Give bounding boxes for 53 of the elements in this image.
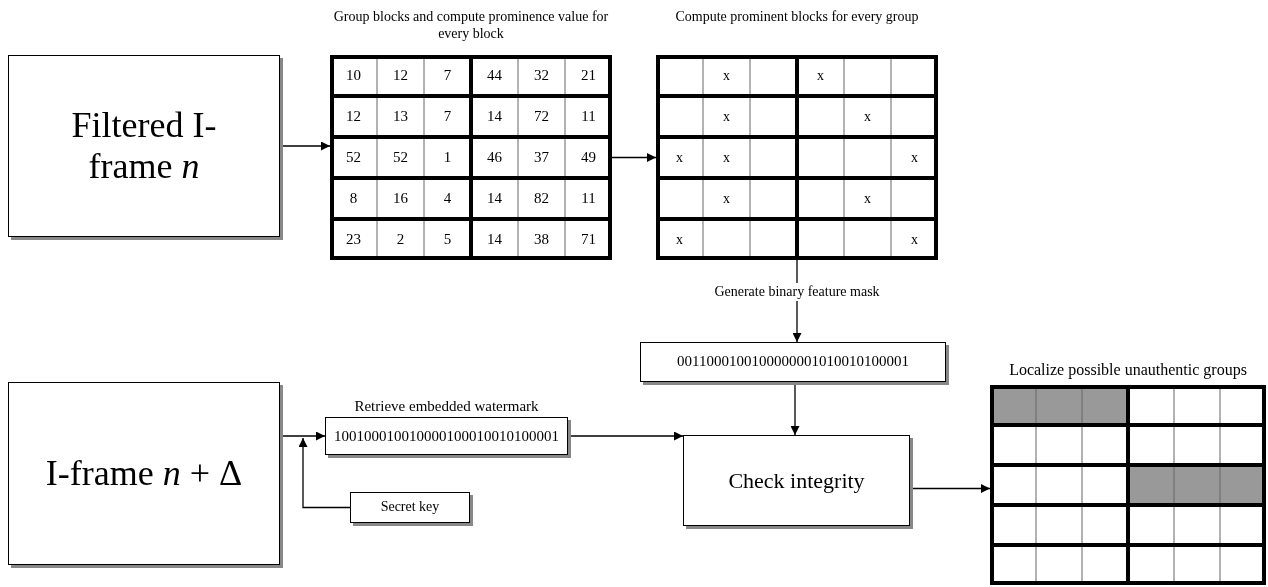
cell-mark: x xyxy=(675,230,684,249)
cell-mark: x xyxy=(722,148,731,167)
grid-heading: Group blocks and compute prominence value for every block xyxy=(332,8,610,42)
cell-value: 4 xyxy=(442,189,453,208)
cell-mark: x xyxy=(910,148,919,167)
process-box: I-frame n + Δ xyxy=(8,382,280,565)
box-heading: Retrieve embedded watermark xyxy=(353,398,540,414)
cell-value: 49 xyxy=(580,148,597,167)
arrow xyxy=(611,153,657,162)
cell-value: 46 xyxy=(486,148,503,167)
cell-value: 7 xyxy=(442,107,453,126)
cell-value: 12 xyxy=(392,66,409,85)
cell-value: 71 xyxy=(580,230,597,249)
cell-mark: x xyxy=(722,66,731,85)
cell-value: 8 xyxy=(348,189,359,208)
process-box: Check integrity xyxy=(683,435,910,526)
cell-mark: x xyxy=(863,107,872,126)
arrow xyxy=(298,437,351,509)
process-box: Filtered I-frame n xyxy=(8,55,280,237)
cell-mark: x xyxy=(722,107,731,126)
cell-value: 52 xyxy=(345,148,362,167)
cell-value: 12 xyxy=(345,107,362,126)
cell-value: 37 xyxy=(533,148,550,167)
grid-heading: Compute prominent blocks for every group xyxy=(674,8,920,25)
grid-heading: Localize possible unauthentic groups xyxy=(1008,361,1248,379)
cell-value: 13 xyxy=(392,107,409,126)
cell-value: 11 xyxy=(580,107,597,126)
cell-mark: x xyxy=(816,66,825,85)
cell-value: 14 xyxy=(486,107,503,126)
cell-value: 14 xyxy=(486,189,503,208)
cell-value: 38 xyxy=(533,230,550,249)
cell-value: 44 xyxy=(486,66,503,85)
cell-value: 21 xyxy=(580,66,597,85)
process-box: Secret key xyxy=(350,492,470,523)
cell-value: 82 xyxy=(533,189,550,208)
cell-value: 2 xyxy=(395,230,406,249)
cell-mark: x xyxy=(910,230,919,249)
cell-mark: x xyxy=(722,189,731,208)
cell-mark: x xyxy=(863,189,872,208)
cell-value: 72 xyxy=(533,107,550,126)
cell-value: 10 xyxy=(345,66,362,85)
cell-value: 23 xyxy=(345,230,362,249)
bitstring-box: 100100010010000100010010100001 xyxy=(325,417,568,455)
cell-value: 1 xyxy=(442,148,453,167)
cell-value: 14 xyxy=(486,230,503,249)
cell-mark: x xyxy=(675,148,684,167)
cell-value: 11 xyxy=(580,189,597,208)
cell-value: 52 xyxy=(392,148,409,167)
cell-value: 7 xyxy=(442,66,453,85)
cell-value: 32 xyxy=(533,66,550,85)
cell-value: 16 xyxy=(392,189,409,208)
cell-value: 5 xyxy=(442,230,453,249)
process-box: 0011000100100000001010010100001 xyxy=(640,342,946,382)
